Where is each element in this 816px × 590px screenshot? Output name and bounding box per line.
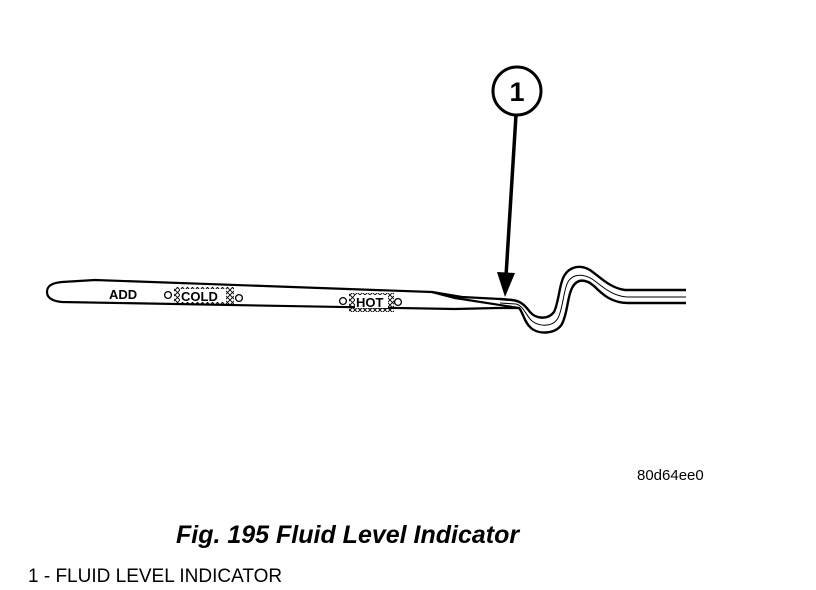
hot-left-hole <box>338 296 348 306</box>
dipstick-blade <box>45 278 521 311</box>
callout-leader-line <box>504 114 518 277</box>
cold-right-hole <box>234 293 244 303</box>
dipstick-shaft-outer <box>499 265 686 319</box>
figure-image-id: 80d64ee0 <box>637 467 704 484</box>
add-marking: ADD <box>109 287 137 302</box>
callout-number: 1 <box>509 77 524 107</box>
figure-caption: Fig. 195 Fluid Level Indicator <box>176 521 520 549</box>
callout-circle <box>491 65 543 117</box>
hot-marking: HOT <box>356 295 384 310</box>
hot-right-hole <box>393 297 403 307</box>
callout-arrowhead <box>497 272 515 297</box>
dipstick-shaft-rib <box>499 274 686 326</box>
cold-left-hole <box>163 290 173 300</box>
legend-item: 1 - FLUID LEVEL INDICATOR <box>28 566 283 587</box>
cold-marking: COLD <box>181 289 218 304</box>
dipstick-shaft-inner <box>518 279 686 334</box>
